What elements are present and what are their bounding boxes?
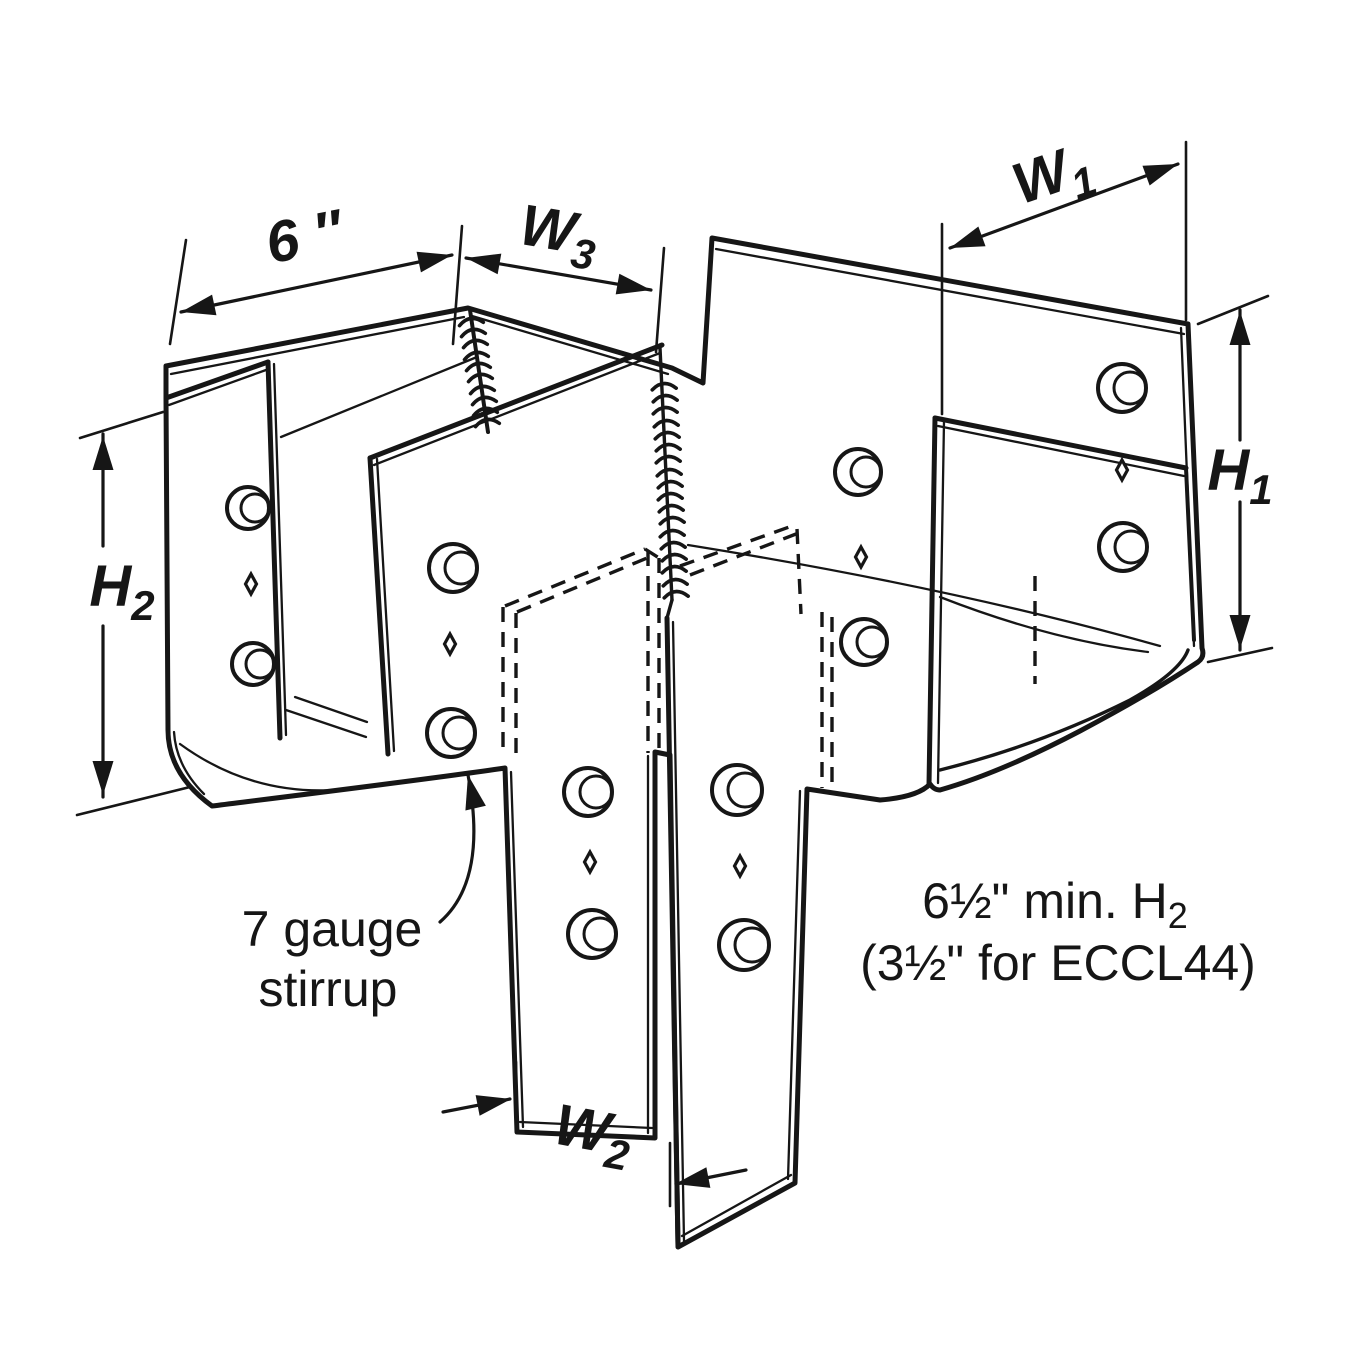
hidden-stirrup-outline: [501, 524, 1037, 792]
dimension-label-w2: W2: [547, 1092, 637, 1180]
stirrup-straps-edges: [509, 615, 802, 1248]
arrowhead: [1229, 311, 1251, 345]
bolt-hole: [1096, 362, 1148, 414]
dimension-label-h2: H2: [89, 554, 154, 629]
extension-line: [168, 238, 188, 346]
diamond-nail-hole: [732, 852, 748, 880]
diamond-nail-hole: [243, 570, 259, 598]
extension-line: [1196, 294, 1270, 326]
dimension-w3: W3: [464, 192, 666, 354]
bolt-hole: [562, 766, 614, 818]
arrowhead: [464, 247, 502, 275]
bolt-hole: [425, 707, 477, 759]
stirrup-annotation-line1: 7 gauge: [242, 901, 423, 957]
arrowhead: [92, 436, 114, 470]
extension-line: [78, 410, 165, 440]
dimension-6in: 6 ″: [168, 197, 464, 346]
dimension-h2: H2: [75, 410, 192, 817]
right-seat-edges: [470, 247, 1196, 788]
dimension-label-w3: W3: [514, 192, 603, 279]
diamond-nail-hole: [853, 543, 869, 571]
extension-line: [1206, 646, 1274, 664]
arrowhead: [1142, 154, 1182, 186]
dimension-line: [948, 162, 1180, 250]
min-height-annotation-line2: (3½" for ECCL44): [860, 935, 1256, 991]
bolt-hole: [717, 918, 771, 972]
bolt-hole: [839, 617, 889, 667]
arrowhead: [946, 226, 986, 258]
min-height-annotation-line1: 6½" min. H2: [922, 873, 1188, 936]
extension-line: [75, 785, 192, 817]
diamond-nail-hole: [442, 630, 458, 658]
min-height-annotation: 6½" min. H2 (3½" for ECCL44): [860, 873, 1256, 991]
arrowhead: [416, 244, 455, 273]
bolt-hole: [1097, 521, 1149, 573]
diamond-nail-hole: [1114, 456, 1130, 484]
stirrup-annotation-line2: stirrup: [259, 961, 398, 1017]
arrowhead: [457, 772, 486, 811]
bolt-hole: [710, 763, 764, 817]
arrowhead: [178, 294, 217, 323]
extension-line: [654, 246, 666, 354]
arrowhead: [615, 273, 653, 301]
dimension-h1: H1: [1196, 294, 1274, 664]
dimension-label-h1: H1: [1207, 438, 1272, 513]
bolt-hole: [230, 641, 276, 687]
arrowhead: [1229, 615, 1251, 649]
dimension-w1: W1: [940, 130, 1188, 416]
bolt-hole: [225, 485, 271, 531]
dimension-label-6in: 6 ″: [260, 197, 350, 276]
stirrup-front-plate-edges: [367, 342, 674, 757]
diamond-holes: [243, 456, 1130, 880]
arrowhead: [92, 761, 114, 795]
dimension-w2: W2: [441, 1060, 748, 1208]
bracket-silhouette: [163, 235, 1206, 1250]
dimension-line: [179, 253, 454, 314]
bolt-holes: [225, 362, 1149, 972]
stirrup-annotation: 7 gauge stirrup: [242, 772, 486, 1017]
arrowhead: [475, 1088, 514, 1116]
extension-line: [451, 224, 464, 346]
bolt-hole: [833, 447, 883, 497]
dimension-label-w1: W1: [1004, 130, 1102, 226]
diamond-nail-hole: [582, 848, 598, 876]
bolt-hole: [427, 542, 479, 594]
bolt-hole: [566, 908, 618, 960]
